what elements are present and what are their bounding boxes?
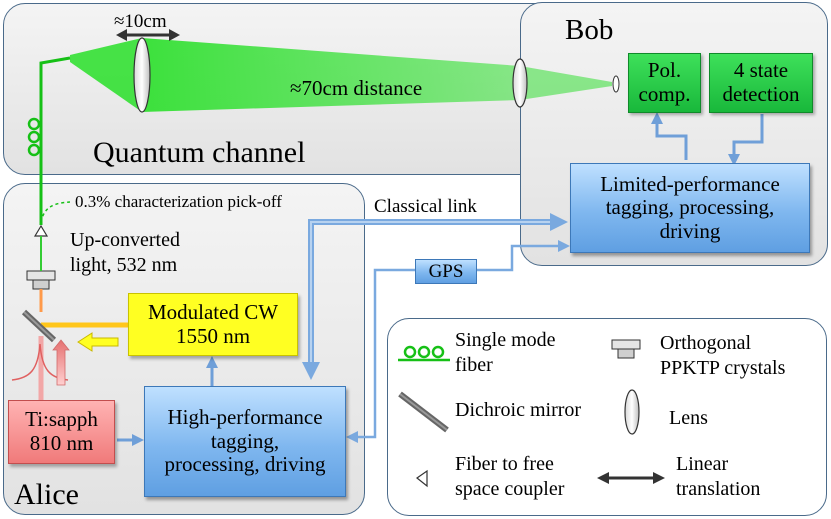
limited-line3: driving [659,218,721,243]
bob-lens-icon [512,58,528,108]
fiber-coil-icon [27,117,41,157]
modulated-line2: 1550 nm [175,323,251,348]
detection-box: 4 state detection [709,53,813,113]
translation-label: ≈10cm [114,11,167,32]
legend-mirror-label: Dichroic mirror [455,399,582,421]
tisapph-line2: 810 nm [29,431,94,455]
limited-performance-box: Limited-performance tagging, processing,… [570,163,810,253]
green-beam-tail [520,66,612,100]
pol-comp-line1: Pol. [647,58,682,83]
detection-line1: 4 state [733,58,789,83]
high-line1: High-performance [167,405,323,430]
modulated-line1: Modulated CW [147,299,279,324]
linear-translation-icon [116,29,180,41]
legend-mirror-icon [398,391,449,433]
red-pulse-shape [11,343,69,381]
legend-coupler-icon [415,469,428,488]
classical-link-label: Classical link [374,196,477,217]
limited-line1: Limited-performance [600,171,780,196]
legend-crystals-line1: Orthogonal [660,332,752,354]
bob-label: Bob [565,14,614,46]
high-line2: tagging, [210,428,280,453]
lens-icon [133,37,151,113]
high-line3: processing, driving [164,452,326,477]
legend-lens-icon [624,389,640,435]
legend-lens-label: Lens [669,407,708,429]
legend-fiber-icon [398,345,450,362]
pol-comp-box: Pol. comp. [628,53,701,113]
tisapph-line1: Ti:sapph [25,407,98,432]
quantum-channel-label: Quantum channel [93,136,306,169]
legend-translation-line1: Linear [676,453,729,475]
distance-label: ≈70cm distance [290,76,423,100]
legend-translation-icon [597,472,665,484]
limited-line2: tagging, processing, [605,195,775,220]
legend-crystals-line2: PPKTP crystals [660,357,786,379]
small-lens-icon [612,75,620,93]
coupler-icon [33,224,49,237]
alice-label: Alice [14,478,79,511]
classical-link-arrow [302,213,568,380]
green-beam [70,38,142,112]
detection-line2: detection [722,82,800,106]
green-beam-main [142,38,520,112]
legend-fiber-line2: fiber [455,354,493,376]
red-arrow [52,339,70,386]
gps-box: GPS [415,259,477,284]
ppktp-crystals-icon [26,270,56,290]
pickoff-dashed-line [40,201,71,223]
gps-label: GPS [428,260,464,282]
legend-translation-line2: translation [676,478,761,500]
tisapph-box: Ti:sapph 810 nm [8,400,115,464]
modulated-cw-box: Modulated CW 1550 nm [128,293,298,356]
legend-coupler-line1: Fiber to free [455,453,554,475]
yellow-arrow [77,332,119,352]
pickoff-label: 0.3% characterization pick-off [75,192,282,211]
legend-fiber-line1: Single mode [455,329,556,351]
pol-comp-line2: comp. [638,82,691,106]
green-fiber-path [39,56,71,225]
upconverted-label-line2: light, 532 nm [70,254,178,276]
gps-link-arrow [356,244,560,439]
upconverted-label-line1: Up-converted [70,229,180,251]
bob-arrows [655,114,764,160]
legend-coupler-line2: space coupler [455,478,565,500]
high-performance-box: High-performance tagging, processing, dr… [144,386,346,497]
legend-crystals-icon [611,339,641,359]
